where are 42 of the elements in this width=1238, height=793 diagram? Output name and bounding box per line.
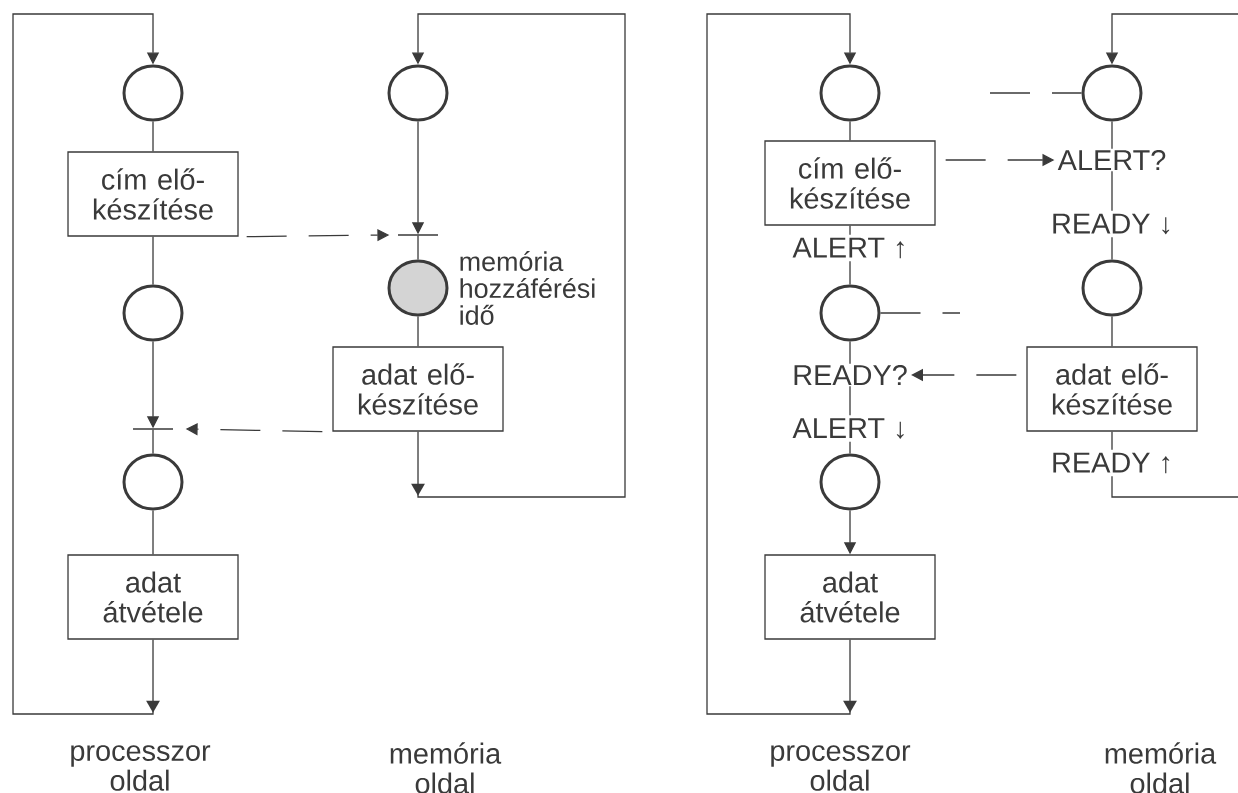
- edge-label: READY ↑: [1048, 449, 1176, 477]
- column-caption: memória oldal: [390, 742, 502, 793]
- process-box: adat átvétele: [764, 554, 936, 640]
- dashed-line: [989, 92, 1083, 94]
- arrow: [411, 13, 626, 498]
- circle: [819, 284, 881, 342]
- edge-label: ALERT ↓: [789, 415, 911, 442]
- circle: [1081, 64, 1143, 122]
- column-caption: processzor oldal: [71, 745, 211, 791]
- connector-line: [849, 120, 851, 141]
- connector-line: [849, 340, 851, 365]
- dashed-line: [879, 312, 961, 314]
- circle: [122, 64, 184, 122]
- process-box: adat elő- készítése: [332, 346, 504, 432]
- process-box: adat átvétele: [67, 554, 239, 640]
- process-box: cím elő- készítése: [764, 140, 936, 226]
- connector-line: [1111, 315, 1113, 347]
- edge-label: READY ↓: [1048, 210, 1176, 238]
- circle: [819, 64, 881, 122]
- process-box: cím elő- készítése: [67, 151, 239, 237]
- connector-line: [417, 315, 419, 347]
- connector-line: [152, 429, 154, 455]
- circle: [122, 453, 184, 511]
- circle: [819, 453, 881, 511]
- connector-line: [152, 509, 154, 555]
- arrow: [706, 13, 857, 715]
- circle: [122, 284, 184, 342]
- arrow: [12, 13, 160, 715]
- connector-line: [152, 236, 154, 286]
- connector-line: [1111, 120, 1113, 150]
- column-caption: processzor oldal: [771, 745, 911, 791]
- connector-line: [152, 120, 154, 152]
- signal-label: READY?: [794, 364, 907, 386]
- hatched-circle: [387, 259, 449, 317]
- edge-label: ALERT ↑: [789, 234, 911, 262]
- process-box: adat elő- készítése: [1026, 346, 1198, 432]
- connector-line: [417, 235, 419, 261]
- signal-label: ALERT?: [1057, 149, 1166, 171]
- column-caption: memória oldal: [1105, 742, 1217, 793]
- circle-caption: memória hozzáférési idő: [460, 251, 595, 325]
- circle: [1081, 259, 1143, 317]
- circle: [387, 64, 449, 122]
